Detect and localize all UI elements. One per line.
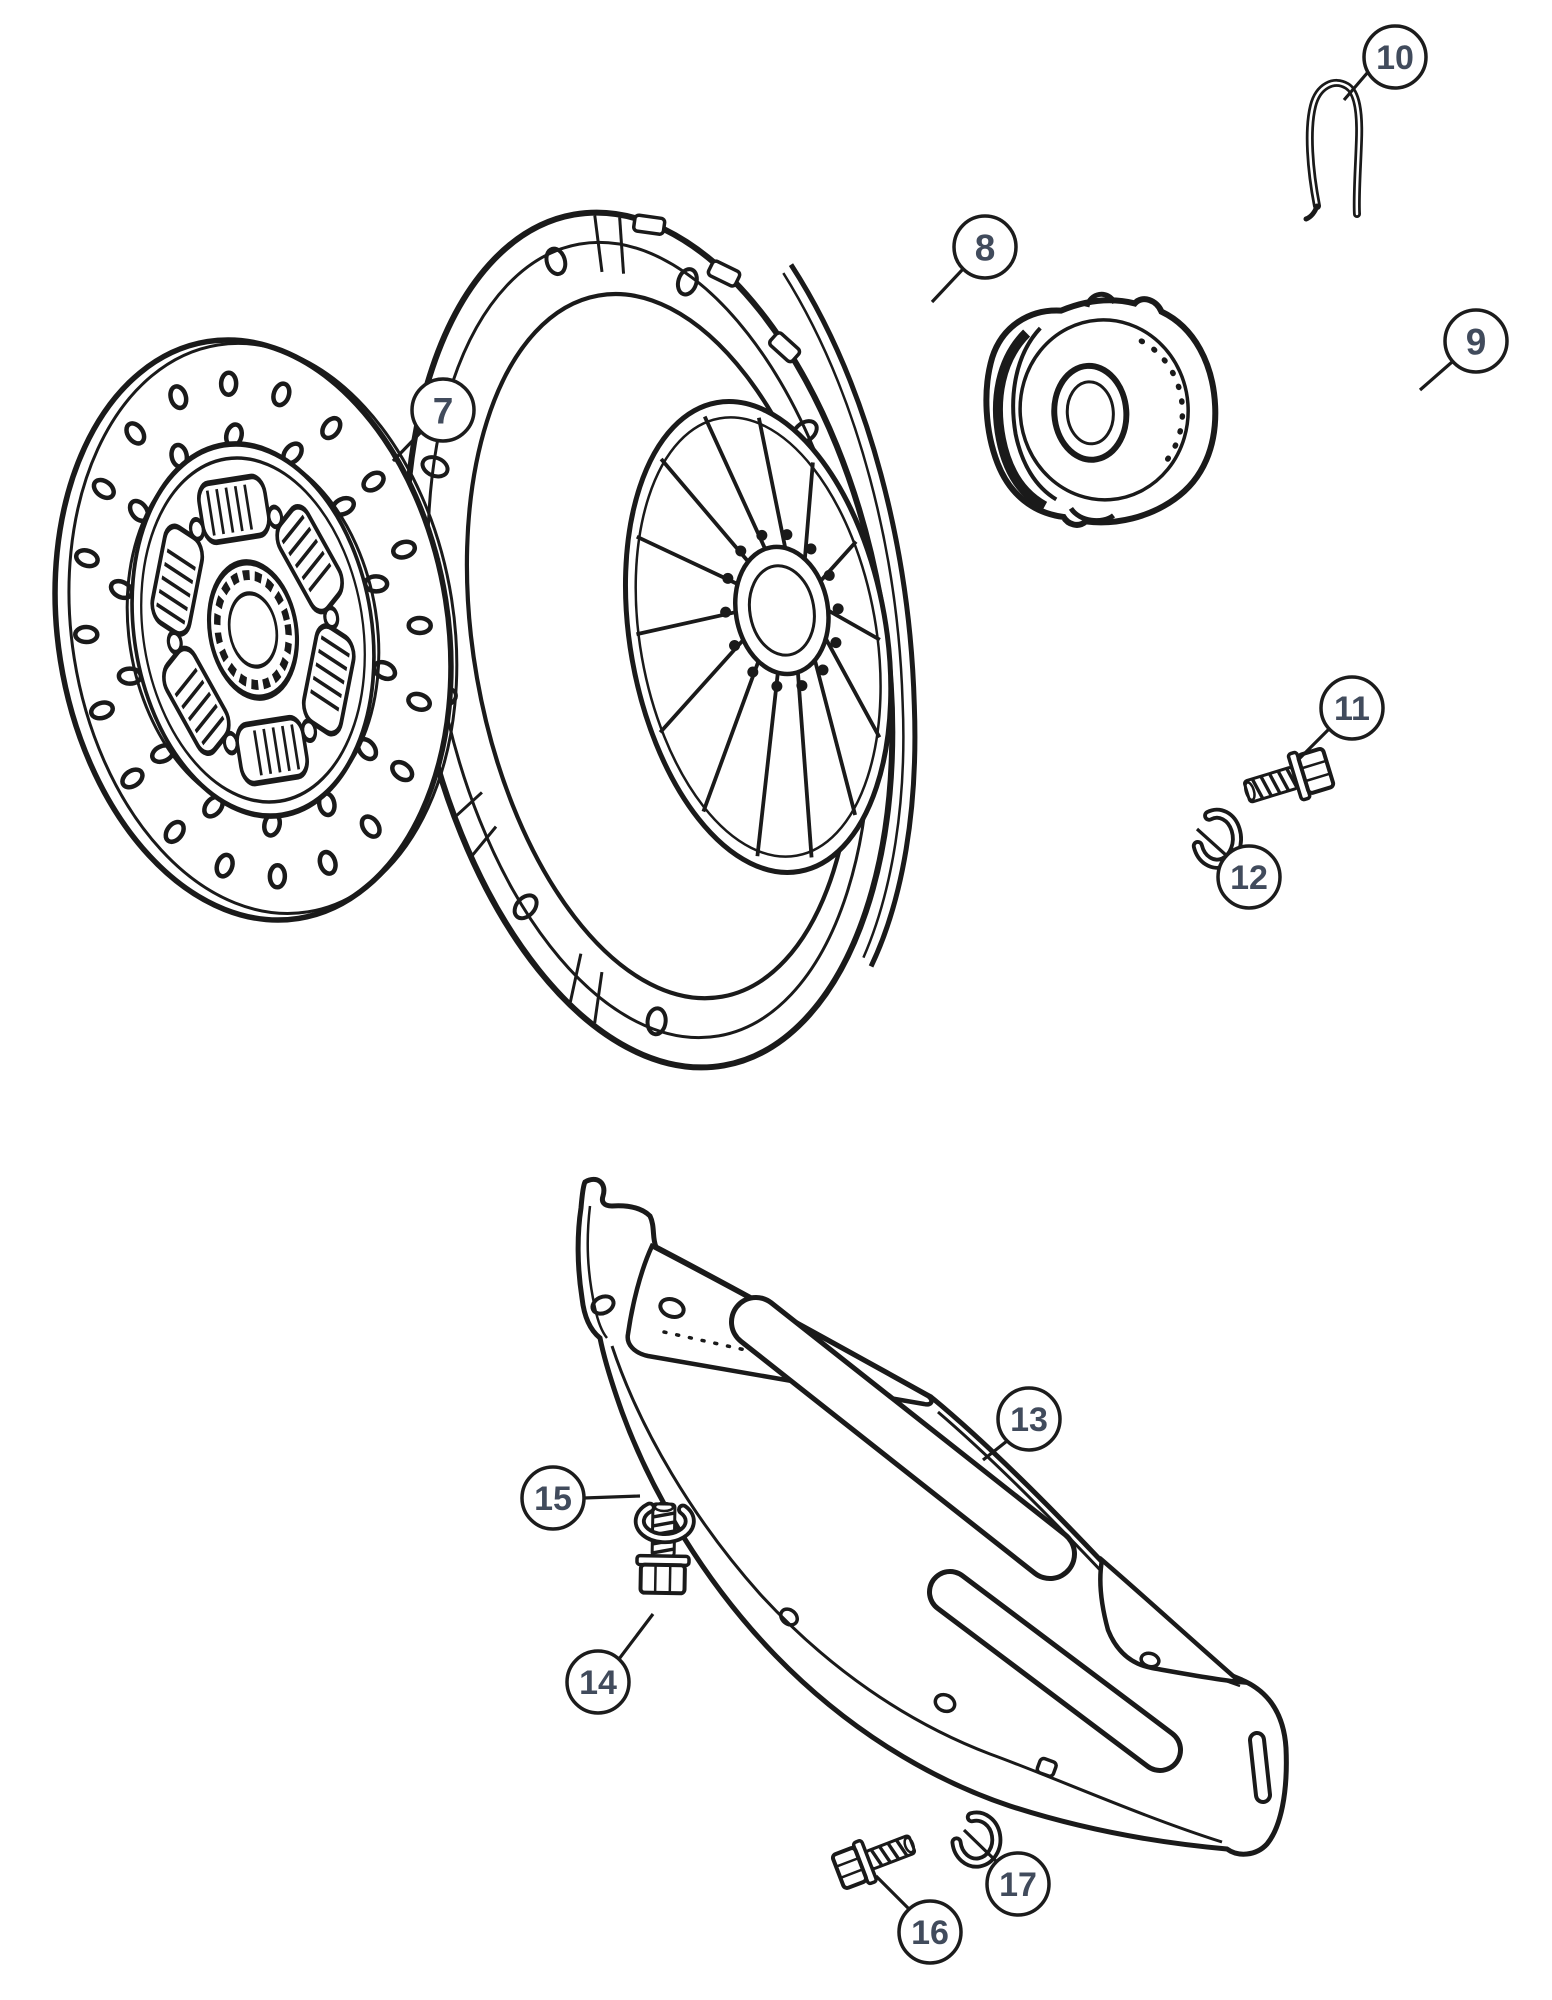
callout-15[interactable]: 15 bbox=[520, 1465, 641, 1531]
clutch-disc-drawing bbox=[52, 337, 459, 923]
callout-leader-line bbox=[1195, 827, 1229, 858]
callout-circle[interactable] bbox=[1362, 24, 1428, 90]
callout-circle[interactable] bbox=[1443, 308, 1509, 374]
release-bearing-drawing bbox=[983, 291, 1219, 528]
callout-13[interactable]: 13 bbox=[982, 1386, 1062, 1462]
callout-circle[interactable] bbox=[952, 214, 1018, 280]
callout-16[interactable]: 16 bbox=[874, 1874, 963, 1965]
callout-9[interactable]: 9 bbox=[1418, 308, 1509, 392]
callout-leader-line bbox=[583, 1494, 641, 1500]
callout-number: 7 bbox=[433, 390, 454, 431]
callout-12[interactable]: 12 bbox=[1195, 827, 1282, 910]
callout-circle[interactable] bbox=[520, 1465, 586, 1531]
callout-leader-line bbox=[1297, 727, 1331, 761]
callout-leader-line bbox=[930, 267, 965, 304]
callout-circle[interactable] bbox=[1216, 844, 1282, 910]
plate-lock-washer-drawing bbox=[633, 1501, 696, 1545]
callout-leader-line bbox=[962, 1828, 999, 1864]
callout-leader-line bbox=[1342, 70, 1370, 102]
callout-leader-line bbox=[982, 1439, 1008, 1462]
callout-circle[interactable] bbox=[1319, 675, 1385, 741]
lower-lock-washer-drawing bbox=[950, 1810, 1003, 1869]
callout-14[interactable]: 14 bbox=[565, 1613, 655, 1715]
callout-number: 14 bbox=[579, 1664, 617, 1702]
cover-bolt-drawing bbox=[1243, 747, 1336, 804]
callout-layer: 7 8 9 10 11 12 13 14 15 16 17 bbox=[391, 24, 1509, 1965]
callout-number: 12 bbox=[1230, 859, 1268, 897]
callout-number: 9 bbox=[1466, 321, 1487, 362]
lower-bolt-drawing bbox=[830, 1834, 917, 1890]
callout-circle[interactable] bbox=[897, 1899, 963, 1965]
callout-circle[interactable] bbox=[565, 1649, 631, 1715]
callout-number: 8 bbox=[975, 227, 996, 268]
callout-leader-line bbox=[1418, 360, 1454, 392]
callout-number: 17 bbox=[999, 1866, 1037, 1904]
callout-number: 15 bbox=[534, 1480, 572, 1518]
callout-8[interactable]: 8 bbox=[930, 214, 1018, 304]
callout-circle[interactable] bbox=[410, 377, 476, 443]
disc-hub bbox=[130, 441, 376, 819]
cover-flange-holes bbox=[407, 213, 819, 1037]
callout-11[interactable]: 11 bbox=[1297, 675, 1385, 761]
callout-number: 11 bbox=[1334, 690, 1370, 728]
callout-number: 10 bbox=[1376, 39, 1414, 77]
callout-circle[interactable] bbox=[996, 1386, 1062, 1452]
callout-leader-line bbox=[617, 1613, 655, 1660]
callout-number: 13 bbox=[1010, 1401, 1048, 1439]
callout-number: 16 bbox=[911, 1914, 949, 1952]
disc-rivet-holes bbox=[73, 370, 433, 890]
callout-circle[interactable] bbox=[985, 1851, 1051, 1917]
callout-leader-line bbox=[391, 430, 423, 463]
diaphragm-fingers bbox=[635, 415, 882, 858]
callout-10[interactable]: 10 bbox=[1342, 24, 1428, 102]
cover-plate-drawing bbox=[575, 1176, 1289, 1857]
diaphragm-spring bbox=[622, 399, 894, 875]
retaining-clip-drawing bbox=[1303, 78, 1364, 222]
callout-leader-line bbox=[874, 1874, 911, 1911]
callout-17[interactable]: 17 bbox=[962, 1828, 1051, 1917]
callout-7[interactable]: 7 bbox=[391, 377, 476, 463]
